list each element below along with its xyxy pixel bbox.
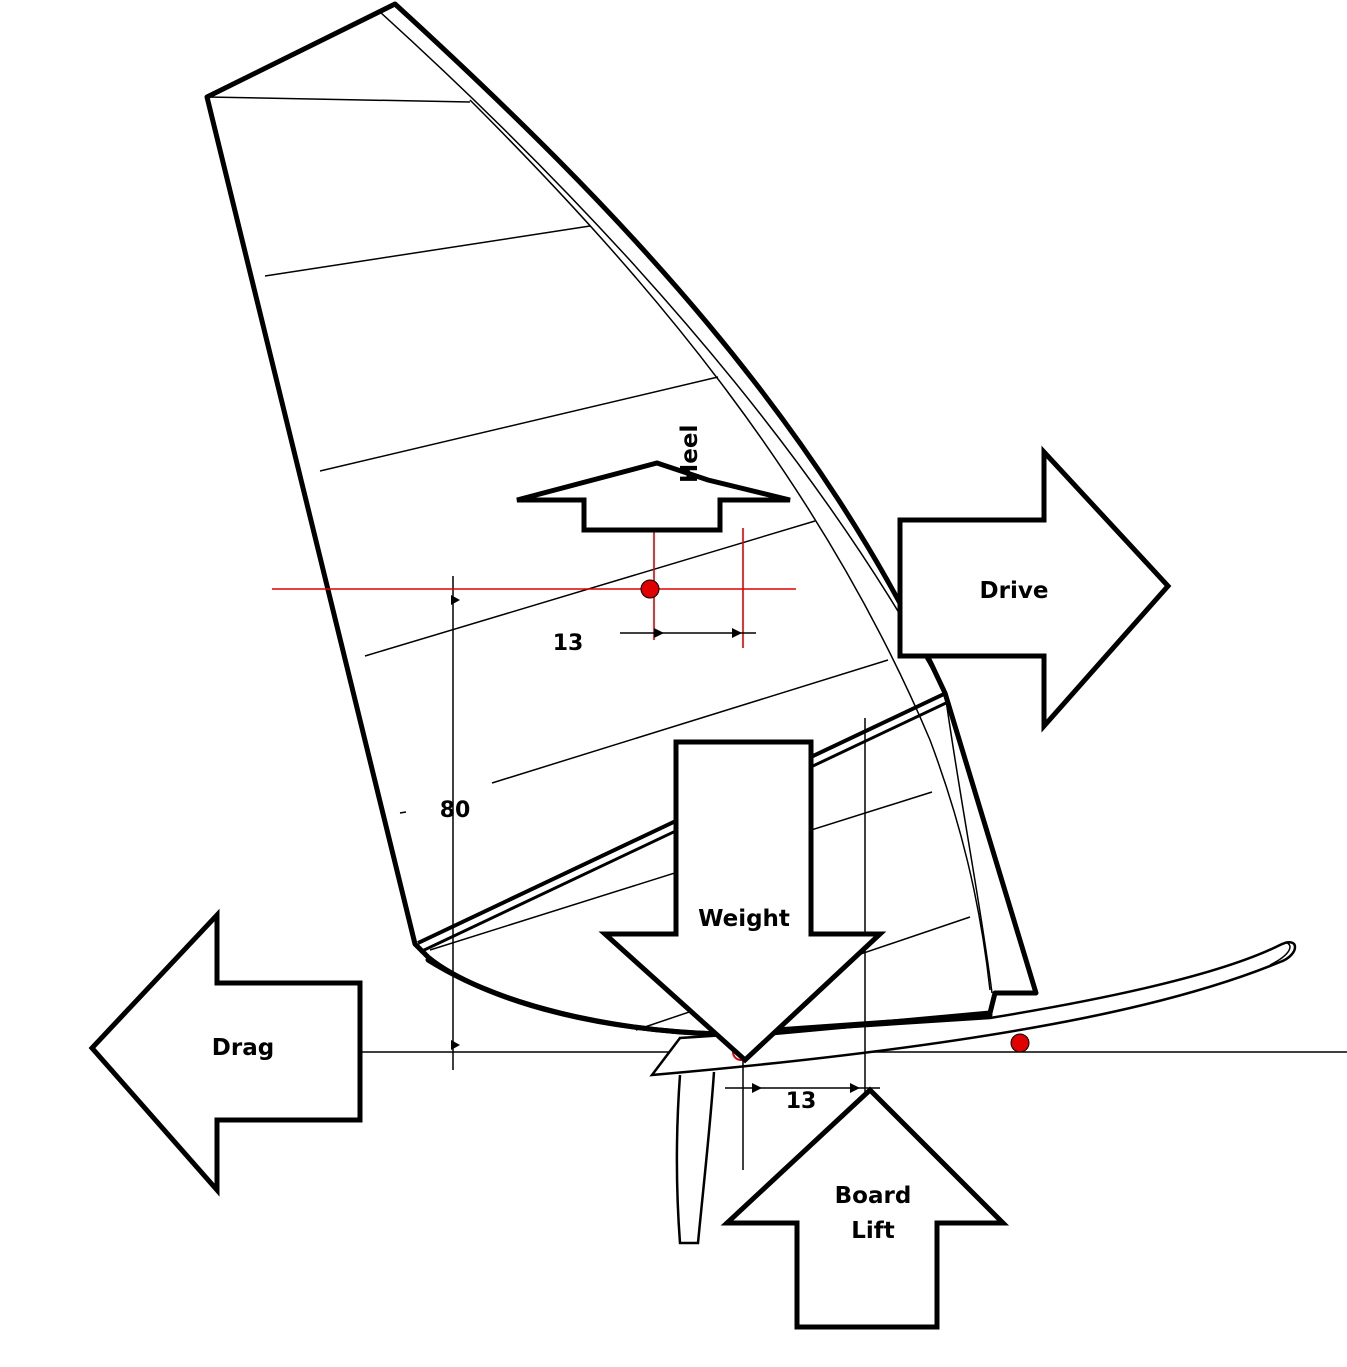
height-value: 80 [440, 798, 471, 823]
lift-offset-value: 13 [786, 1089, 817, 1114]
drive-arrow [897, 445, 1172, 733]
heel-label: Heel [677, 425, 703, 483]
board-lift-label-line2: Lift [851, 1218, 895, 1244]
heel-arrow [516, 460, 791, 533]
heel-offset-dimension [620, 628, 756, 638]
weight-arrow [598, 739, 887, 1064]
lift-offset-dimension [725, 1083, 880, 1093]
fin [675, 1071, 716, 1245]
lift-center-marker [1010, 1033, 1030, 1053]
board-lift-label-line1: Board [835, 1183, 912, 1209]
drag-arrow [88, 908, 363, 1197]
weight-label: Weight [698, 906, 790, 932]
heel-offset-value: 13 [553, 631, 584, 656]
height-dimension [399, 595, 460, 1050]
drag-label: Drag [212, 1035, 274, 1061]
board [649, 941, 1297, 1077]
drive-label: Drive [980, 578, 1049, 604]
center-of-effort-marker [272, 528, 796, 648]
board-lift-arrow [720, 1086, 1010, 1330]
